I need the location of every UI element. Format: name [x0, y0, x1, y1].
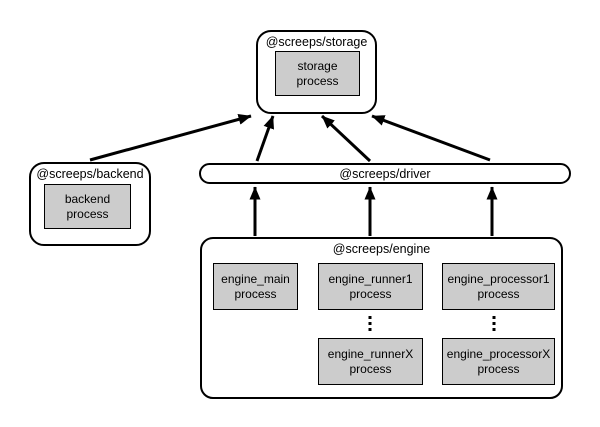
- engine-processor1-process-box: engine_processor1 process: [442, 263, 555, 310]
- arrow-driver-to-storage-middle: [320, 114, 372, 163]
- vertical-ellipsis-icon-runner: [368, 316, 372, 331]
- node-backend: @screeps/backend backend process: [29, 162, 151, 246]
- node-engine-title: @screeps/engine: [332, 242, 431, 256]
- node-engine: @screeps/engine engine_main process engi…: [200, 237, 563, 399]
- arrow-driver-to-storage-left: [255, 115, 275, 162]
- backend-process-box: backend process: [44, 184, 131, 229]
- node-storage-title: @screeps/storage: [265, 35, 368, 49]
- vertical-ellipsis-icon-processor: [492, 316, 496, 331]
- node-driver-title: @screeps/driver: [339, 166, 431, 181]
- engine-processorX-process-box: engine_processorX process: [442, 338, 555, 385]
- engine-main-process-box: engine_main process: [213, 263, 298, 310]
- engine-runner1-process-box: engine_runner1 process: [318, 263, 423, 310]
- node-driver: @screeps/driver: [199, 163, 571, 184]
- engine-runnerX-process-box: engine_runnerX process: [318, 338, 423, 385]
- arrow-driver-to-storage-right: [371, 114, 491, 162]
- node-storage: @screeps/storage storage process: [256, 30, 377, 114]
- arrow-backend-to-storage: [89, 113, 252, 162]
- storage-process-box: storage process: [275, 51, 360, 96]
- node-backend-title: @screeps/backend: [36, 167, 144, 181]
